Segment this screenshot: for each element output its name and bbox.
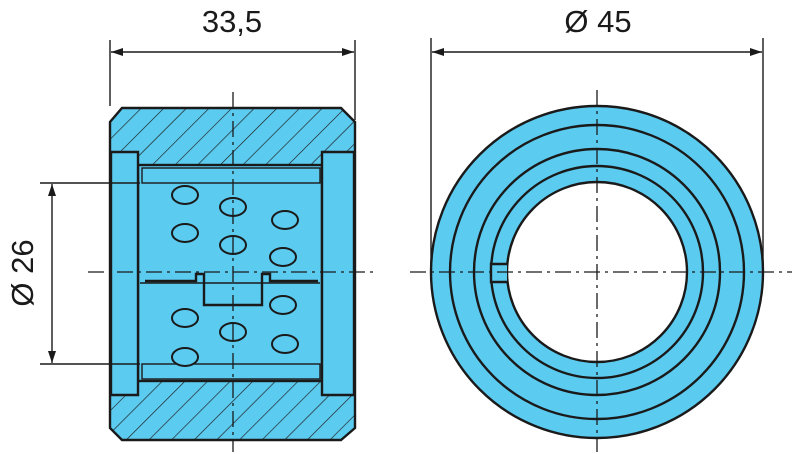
cavity: [271, 210, 299, 230]
keyway: [489, 262, 507, 284]
section-view: 33,5 Ø 26: [5, 4, 375, 452]
cavity: [171, 308, 199, 328]
upper-liner: [141, 167, 321, 184]
cavity: [171, 347, 199, 367]
length-dimension-label: 33,5: [202, 4, 262, 39]
right-end-ring: [320, 150, 356, 397]
cavity: [269, 247, 297, 267]
end-view: Ø 45: [410, 4, 792, 452]
cavity: [171, 185, 199, 205]
inner-diameter-label: Ø 26: [5, 239, 40, 306]
rubber-cavities: [171, 185, 299, 367]
cavity: [171, 223, 199, 243]
left-end-ring: [109, 150, 140, 397]
outer-diameter-label: Ø 45: [564, 4, 631, 39]
cavity: [271, 334, 299, 354]
lower-liner: [141, 363, 321, 380]
cavity: [269, 295, 297, 315]
